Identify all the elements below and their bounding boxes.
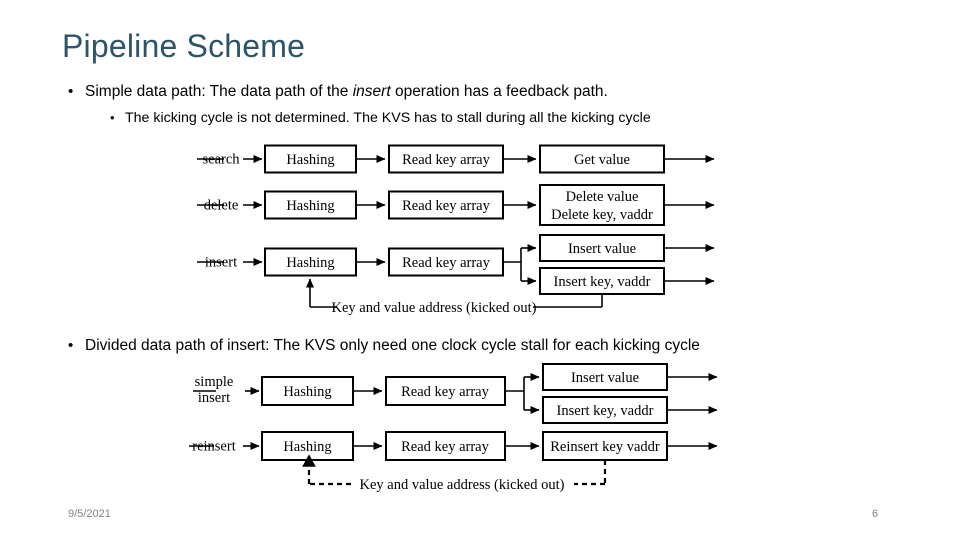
bullet-body-after: operation has a feedback path. [390,83,608,100]
stage-label-get-value: Get value [574,152,630,168]
feedback-label-divided: Key and value address (kicked out) [360,477,565,493]
bullet-lead-text: Simple data path [85,83,202,100]
row-input-label-delete: delete [204,198,239,214]
bullet-simple-data-path: •Simple data path: The data path of the … [68,83,608,101]
stage-label-hashing-reinsert: Hashing [283,439,331,455]
stage-label-hashing-delete: Hashing [286,198,334,214]
stage-label-read-key-array-search: Read key array [402,152,491,168]
bullet-separator-2: : [265,337,274,354]
row-input-label-insert: insert [205,255,237,271]
stage-label-hashing-simple: Hashing [283,384,331,400]
stage-label-insert-value: Insert value [568,241,636,257]
bullet-kicking-cycle: • The kicking cycle is not determined. Th… [110,110,651,126]
sub-bullet-text: The kicking cycle is not determined. The… [125,110,651,126]
bullet-lead-text-2: Divided data path of insert [85,337,266,354]
row-input-label-reinsert: reinsert [192,439,235,455]
bullet-marker-icon: • [68,83,74,100]
stage-label-insert-key-vaddr: Insert key, vaddr [554,274,651,290]
bullet-marker-icon-2: • [68,337,74,354]
stage-label-delete-value: Delete value [566,189,639,205]
footer-page-number: 6 [872,508,879,520]
stage-label-read-key-array-reinsert: Read key array [401,439,490,455]
bullet-body-2: The KVS only need one clock cycle stall … [273,337,700,354]
sub-bullet-marker-icon: • [110,110,115,125]
bullet-separator: : [201,83,210,100]
feedback-label-simple: Key and value address (kicked out) [332,300,537,316]
stage-label-delete-key-vaddr: Delete key, vaddr [551,207,653,223]
stage-label-hashing-insert: Hashing [286,255,334,271]
stage-label-insert-key-vaddr-2: Insert key, vaddr [557,403,654,419]
row-input-label-search: search [202,152,240,168]
bullet-emphasis-insert: insert [352,83,391,100]
footer-date: 9/5/2021 [68,508,111,520]
stage-label-read-key-array-insert: Read key array [402,255,491,271]
stage-label-reinsert-key-vaddr: Reinsert key vaddr [550,439,660,455]
bullet-body-before: The data path of the [209,83,353,100]
bullet-divided-data-path: • Divided data path of insert: The KVS on… [68,337,700,355]
page-title: Pipeline Scheme [62,28,306,64]
row-input-label-simple: simple [195,374,234,390]
stage-label-hashing-search: Hashing [286,152,334,168]
stage-label-read-key-array-delete: Read key array [402,198,491,214]
stage-label-read-key-array-simple: Read key array [401,384,490,400]
stage-label-insert-value-2: Insert value [571,370,639,386]
row-input-label-insert2: insert [198,390,230,406]
